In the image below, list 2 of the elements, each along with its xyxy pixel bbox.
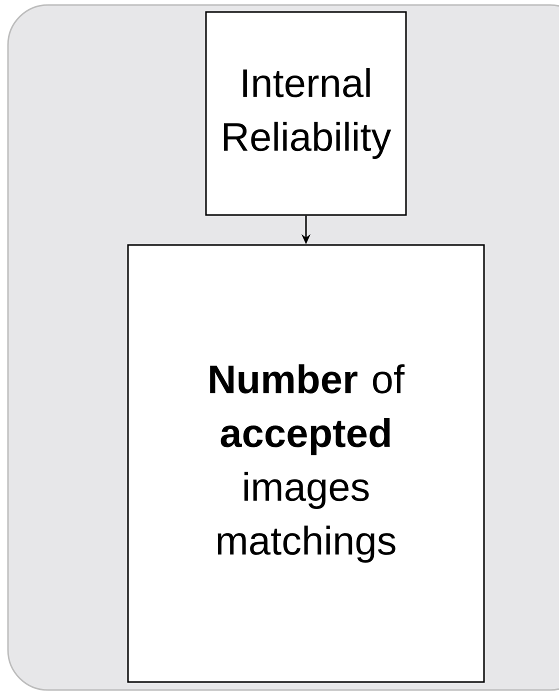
text-box: Internal Reliability <box>205 11 407 216</box>
text-box: Number of accepted images matchings <box>127 244 485 683</box>
